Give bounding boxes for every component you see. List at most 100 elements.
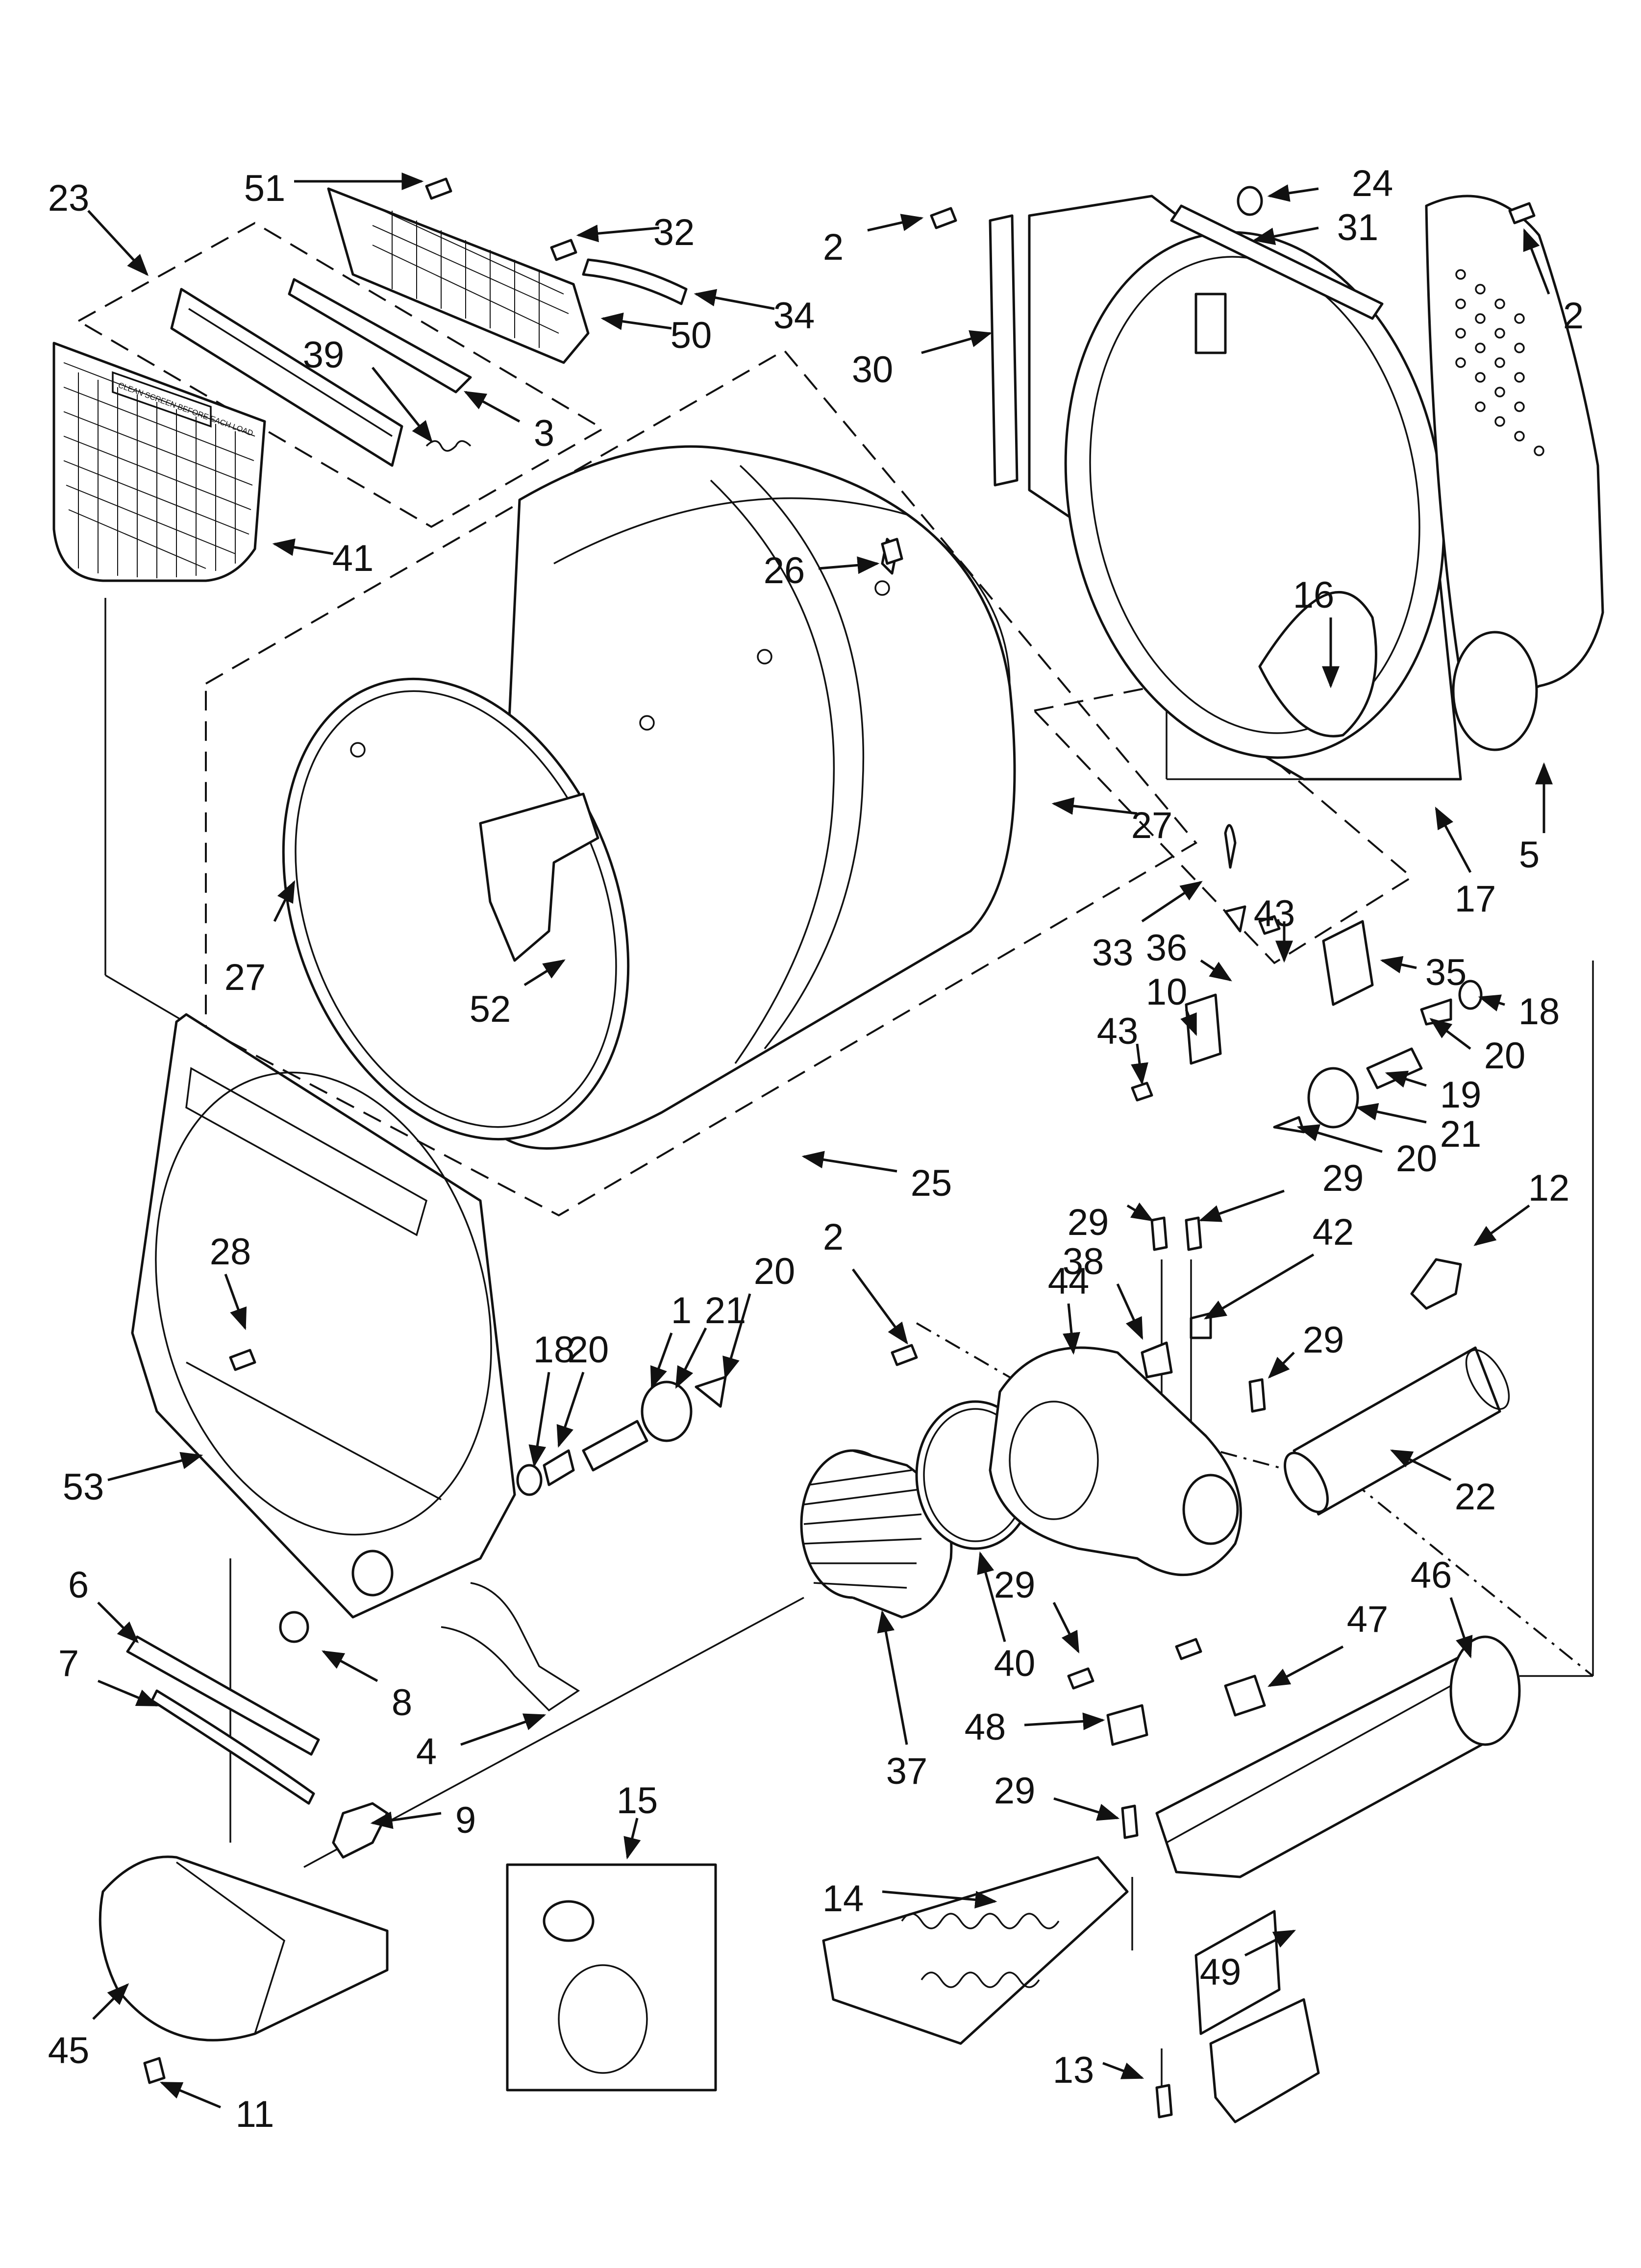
part-seal-strip: [582, 258, 688, 305]
leader-arrow-13: [1102, 2062, 1144, 2079]
callout-4: 4: [416, 1731, 437, 1773]
callout-20: 20: [1484, 1035, 1526, 1077]
callout-45: 45: [48, 2030, 90, 2071]
leader-arrow-41: [272, 538, 334, 556]
leader-arrow-36: [1200, 959, 1232, 982]
callout-46: 46: [1411, 1554, 1452, 1596]
callout-24: 24: [1352, 163, 1393, 204]
leader-arrow-19: [1385, 1070, 1427, 1088]
callout-49: 49: [1200, 1951, 1242, 1993]
callout-38: 38: [1063, 1241, 1104, 1282]
part-switch-and-rollers-rear: [1185, 824, 1483, 1134]
part-thermostats: [1106, 1312, 1266, 1746]
callout-35: 35: [1425, 952, 1467, 993]
assembly-group-outlines: [76, 222, 1594, 1677]
leader-arrow-40: [977, 1551, 1006, 1642]
callout-15: 15: [617, 1780, 658, 1822]
callout-12: 12: [1528, 1167, 1570, 1209]
leader-lines: [87, 173, 1553, 2109]
callout-42: 42: [1313, 1211, 1354, 1253]
callout-18: 18: [533, 1329, 575, 1371]
callout-27: 27: [1131, 805, 1173, 846]
leader-arrow-1: [650, 1332, 673, 1389]
drum-support-group-outline: [1032, 680, 1414, 964]
callout-32: 32: [653, 212, 695, 253]
callout-14: 14: [822, 1878, 864, 1920]
leader-arrow-14: [882, 1890, 997, 1909]
leader-arrow-21: [675, 1327, 707, 1389]
callout-37: 37: [886, 1750, 928, 1792]
leader-arrow-43: [1131, 1043, 1148, 1085]
callout-21: 21: [1440, 1113, 1482, 1155]
leader-arrow-20: [1296, 1124, 1383, 1153]
leader-arrow-27: [273, 880, 296, 922]
callout-11: 11: [236, 2094, 274, 2135]
leader-arrow-35: [1380, 956, 1417, 974]
callout-13: 13: [1053, 2049, 1094, 2091]
callout-28: 28: [210, 1231, 251, 1273]
leader-arrow-2: [867, 214, 924, 232]
callout-29: 29: [1303, 1319, 1344, 1361]
callout-48: 48: [965, 1706, 1006, 1748]
part-front-bulkhead: [131, 1013, 516, 1619]
callout-7: 7: [58, 1643, 79, 1684]
leader-arrow-34: [694, 289, 775, 310]
part-bracket: [1194, 1910, 1320, 2123]
leader-arrow-7: [98, 1679, 159, 1707]
leader-arrow-29: [1268, 1352, 1295, 1379]
callout-1: 1: [671, 1290, 692, 1331]
leader-arrow-29: [1126, 1202, 1154, 1222]
callout-27: 27: [224, 957, 266, 998]
leader-arrow-37: [877, 1610, 908, 1745]
callout-6: 6: [68, 1564, 89, 1606]
callout-16: 16: [1293, 574, 1335, 616]
leader-arrow-39: [372, 367, 433, 443]
leader-arrow-2: [1523, 228, 1550, 295]
leader-arrow-45: [92, 1983, 129, 2020]
leader-arrow-12: [1473, 1204, 1530, 1246]
leader-arrow-27: [1051, 797, 1138, 815]
leader-arrow-52: [523, 959, 566, 986]
leader-arrow-25: [801, 1151, 897, 1173]
leader-arrow-20: [556, 1372, 585, 1448]
callout-51: 51: [244, 168, 286, 209]
leader-arrow-2: [851, 1268, 908, 1345]
callout-2: 2: [1563, 295, 1584, 337]
callout-43: 43: [1254, 893, 1295, 935]
part-blower-housing: [989, 1346, 1242, 1577]
leader-arrow-21: [1355, 1103, 1427, 1124]
leader-arrow-15: [623, 1818, 641, 1860]
lint-filter-group-outline: [76, 222, 605, 528]
callout-9: 9: [455, 1800, 476, 1841]
leader-arrow-44: [1063, 1303, 1080, 1355]
leader-arrow-20: [1429, 1018, 1471, 1050]
part-drum: [282, 445, 1016, 1150]
callout-34: 34: [773, 295, 815, 337]
callout-3: 3: [534, 413, 554, 454]
callout-44: 44: [1048, 1260, 1090, 1302]
callout-18: 18: [1518, 991, 1560, 1033]
leader-arrow-53: [107, 1452, 203, 1481]
callout-21: 21: [705, 1290, 746, 1331]
part-clip: [1410, 1258, 1462, 1310]
callout-41: 41: [332, 538, 374, 579]
callout-33: 33: [1092, 932, 1134, 974]
callout-2: 2: [823, 1216, 844, 1258]
callout-50: 50: [671, 315, 712, 356]
callout-29: 29: [994, 1564, 1036, 1606]
leader-arrow-8: [322, 1650, 378, 1682]
leader-arrow-20: [722, 1293, 751, 1380]
callout-22: 22: [1455, 1476, 1496, 1518]
leader-arrow-9: [370, 1811, 442, 1829]
callout-52: 52: [470, 988, 511, 1030]
part-back-panel-duct: [1425, 195, 1604, 751]
leader-arrow-24: [1267, 184, 1319, 202]
leader-arrow-10: [1180, 1009, 1197, 1036]
callout-19: 19: [1440, 1074, 1482, 1116]
part-filter-housing-rail: [170, 278, 472, 467]
part-front-rails: [126, 1635, 389, 1859]
part-lint-duct-grille: [327, 187, 590, 364]
callout-2: 2: [823, 226, 844, 268]
callout-5: 5: [1519, 834, 1540, 876]
